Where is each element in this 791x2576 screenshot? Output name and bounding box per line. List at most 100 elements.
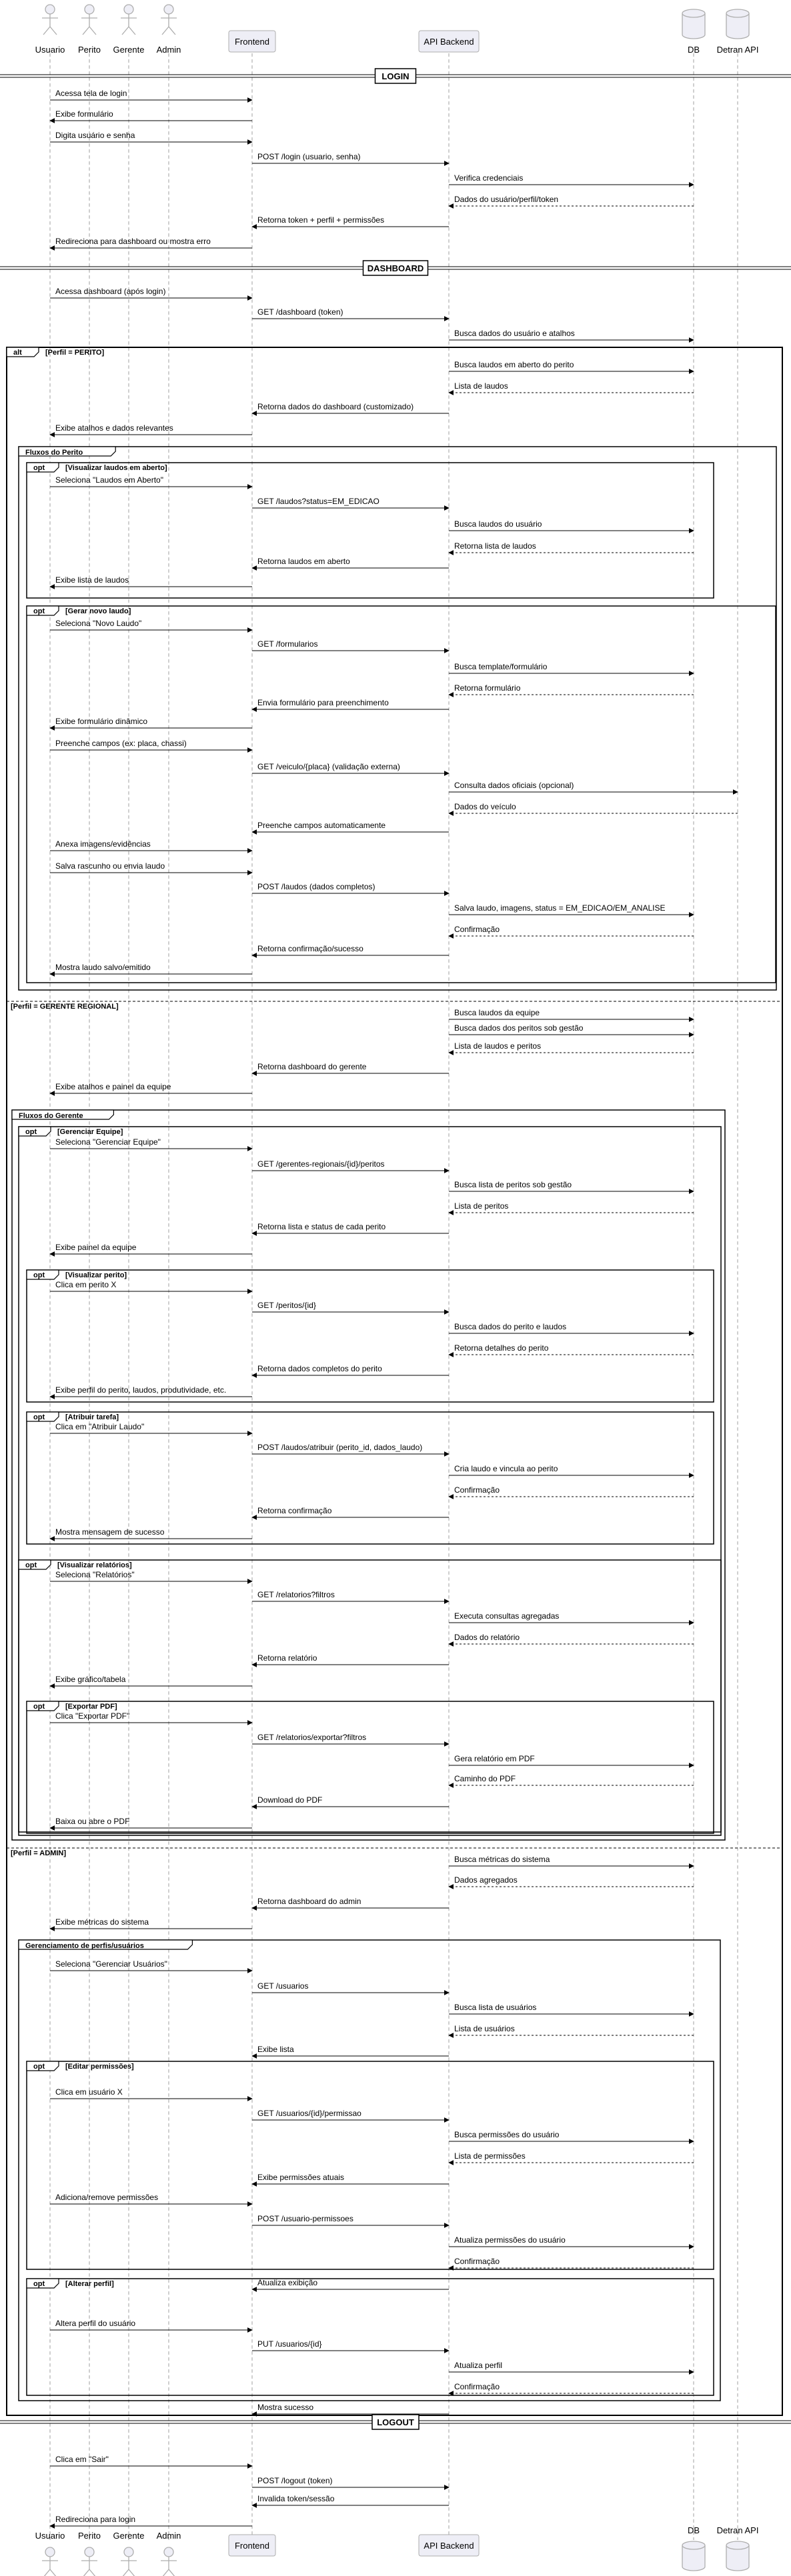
message-label: GET /usuarios/{id}/permissao (257, 2109, 361, 2118)
message: GET /dashboard (token) (252, 307, 450, 321)
fragment-tag-box (18, 1559, 51, 1570)
fragment-condition: [Editar permissões] (65, 2063, 134, 2071)
message-label: Exibe painel da equipe (55, 1243, 137, 1252)
message-label: Confirmação (454, 2382, 500, 2391)
message-label: GET /peritos/{id} (257, 1301, 316, 1310)
actor-icon (121, 4, 137, 35)
message: POST /usuario-permissoes (252, 2214, 450, 2228)
message: Retorna relatório (251, 1653, 449, 1667)
fragment-opt-visualizar-perito: opt[Visualizar perito] (26, 1269, 714, 1403)
message: Busca laudos em aberto do perito (449, 360, 694, 374)
message: Confirmação (448, 925, 694, 939)
message: Seleciona "Gerenciar Usuários" (50, 1959, 253, 1973)
message: Seleciona "Laudos em Aberto" (50, 475, 253, 489)
message: Verifica credenciais (449, 173, 694, 187)
participant-label: Frontend (235, 2541, 269, 2551)
message-label: Seleciona "Gerenciar Equipe" (55, 1137, 161, 1147)
message-label: GET /dashboard (token) (257, 307, 343, 317)
fragment-condition: [Visualizar laudos em aberto] (65, 464, 167, 472)
message: GET /gerentes-regionais/{id}/peritos (252, 1159, 450, 1173)
message-label: Busca permissões do usuário (454, 2130, 560, 2139)
group-label: Gerenciamento de perfis/usuários (25, 1942, 144, 1950)
fragment-operator: opt (25, 1561, 37, 1569)
message-label: Baixa ou abre o PDF (55, 1817, 129, 1826)
message: Altera perfil do usuário (50, 2319, 253, 2333)
actor-icon (121, 2547, 137, 2576)
message-label: Retorna lista de laudos (454, 541, 536, 551)
message-label: Mostra sucesso (257, 2403, 313, 2412)
message-label: Exibe formulário dinâmico (55, 717, 147, 726)
message-label: Download do PDF (257, 1795, 322, 1805)
message: POST /laudos (dados completos) (252, 882, 450, 896)
actor-icon (161, 4, 177, 35)
actor-icon (42, 2547, 58, 2576)
message-label: Redireciona para login (55, 2515, 135, 2524)
message: Busca template/formulário (449, 662, 694, 676)
message: Download do PDF (251, 1795, 449, 1809)
participant-usuario-top: Usuario (35, 4, 65, 55)
message: Busca permissões do usuário (449, 2130, 694, 2144)
fragment-tag-box (26, 2061, 59, 2071)
message: Retorna dashboard do gerente (251, 1062, 449, 1076)
participant-label: Detran API (717, 45, 759, 55)
fragment-tag-box (26, 462, 59, 473)
message-label: Seleciona "Laudos em Aberto" (55, 475, 163, 485)
message-label: GET /relatorios?filtros (257, 1590, 335, 1599)
message: Caminho do PDF (448, 1774, 694, 1788)
participant-detran-bottom: Detran API (717, 2525, 758, 2571)
message-label: Lista de laudos e peritos (454, 1041, 541, 1051)
message-label: Busca lista de peritos sob gestão (454, 1180, 572, 1189)
message: GET /relatorios?filtros (252, 1590, 450, 1604)
message: Mostra laudo salvo/emitido (49, 963, 252, 977)
participant-gerente-top: Gerente (113, 4, 144, 55)
participant-box (418, 2534, 480, 2557)
message: Retorna confirmação/sucesso (251, 944, 449, 958)
divider-logout: LOGOUT (0, 2414, 791, 2430)
message-label: Exibe atalhos e dados relevantes (55, 423, 173, 433)
message: GET /peritos/{id} (252, 1301, 450, 1315)
message: Acessa tela de login (50, 89, 253, 103)
message: Anexa imagens/evidências (50, 839, 253, 853)
message-label: Busca laudos em aberto do perito (454, 360, 574, 369)
message-label: Retorna lista e status de cada perito (257, 1222, 385, 1231)
message: POST /laudos/atribuir (perito_id, dados_… (252, 1443, 450, 1457)
message: Retorna confirmação (251, 1506, 449, 1520)
message: Lista de peritos (448, 1201, 694, 1215)
participant-db-bottom: DB (682, 2525, 706, 2571)
participant-label: Usuario (35, 2531, 65, 2541)
message: Dados agregados (448, 1875, 694, 1889)
message: GET /usuarios/{id}/permissao (252, 2109, 450, 2123)
message: Adiciona/remove permissões (50, 2193, 253, 2207)
fragment-tag-box (6, 347, 39, 357)
fragment-opt-editar-permissoes: opt [Editar permissões] (26, 2061, 714, 2270)
message-label: Retorna dados do dashboard (customizado) (257, 402, 414, 411)
message: Clica em perito X (50, 1280, 253, 1294)
message-label: Clica "Exportar PDF" (55, 1711, 129, 1721)
message-label: Dados do veículo (454, 802, 516, 811)
database-icon (726, 9, 750, 39)
group-label: Fluxos do Perito (25, 449, 83, 457)
message: Acessa dashboard (após login) (50, 287, 253, 301)
message-label: Clica em usuário X (55, 2087, 123, 2097)
fragment-operator: opt (33, 2063, 45, 2071)
message: Atualiza permissões do usuário (449, 2235, 694, 2249)
participant-label: Perito (78, 45, 101, 55)
message: Exibe métricas do sistema (49, 1917, 252, 1931)
database-icon (682, 9, 706, 39)
message-label: Salva laudo, imagens, status = EM_EDICAO… (454, 903, 665, 913)
message: Retorna lista de laudos (448, 541, 694, 555)
message-label: GET /usuarios (257, 1981, 308, 1991)
message-label: POST /login (usuario, senha) (257, 152, 361, 161)
message-label: Seleciona "Gerenciar Usuários" (55, 1959, 167, 1969)
message: Exibe perfil do perito, laudos, produtiv… (49, 1385, 252, 1399)
fragment-operator: opt (33, 607, 45, 615)
group-gerenciamento-perfis: Gerenciamento de perfis/usuários (18, 1939, 721, 2401)
message-label: Verifica credenciais (454, 173, 523, 183)
group-fluxos-perito: Fluxos do Perito (18, 446, 777, 991)
message-label: Retorna detalhes do perito (454, 1343, 549, 1353)
message-label: GET /laudos?status=EM_EDICAO (257, 497, 379, 506)
message-label: Retorna confirmação/sucesso (257, 944, 363, 953)
message: Lista de laudos e peritos (448, 1041, 694, 1055)
message-label: Atualiza perfil (454, 2361, 502, 2370)
